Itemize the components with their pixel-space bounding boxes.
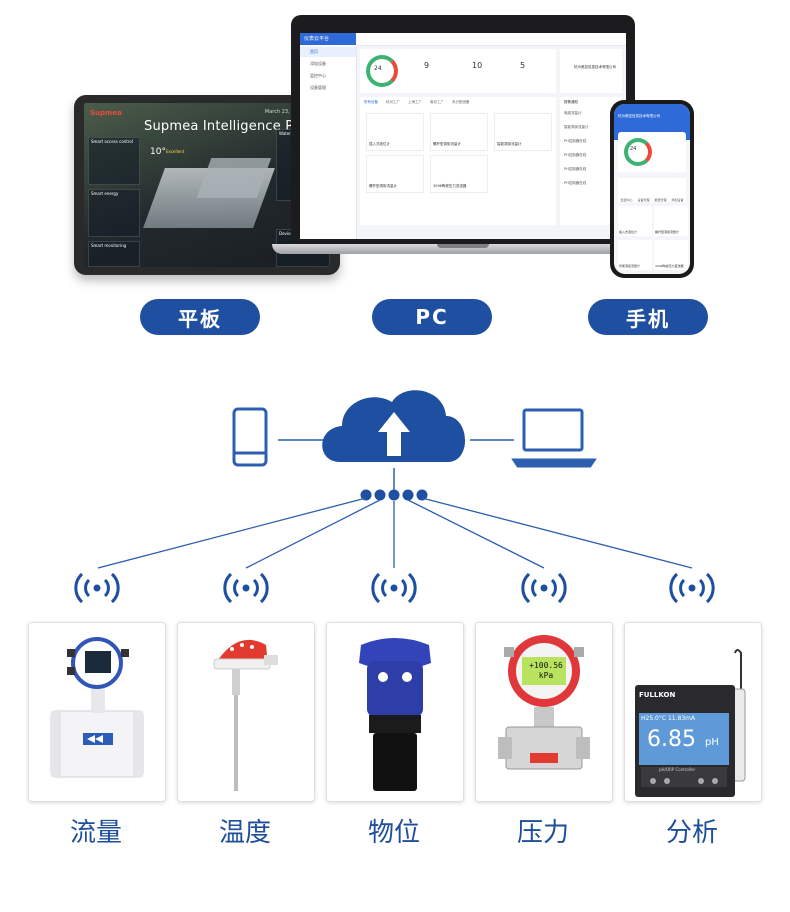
menu-device-mgmt[interactable]: 设备管理 [310, 85, 326, 90]
tablet-label: 平板 [140, 299, 260, 335]
laptop-icon [511, 408, 597, 468]
menu-monitor[interactable]: 监控中心 [310, 73, 326, 78]
phone-product-card[interactable]: 螺杆型涡街流量计 [654, 206, 688, 236]
analyzer-footer: pH/ORP Controller [659, 767, 696, 772]
weather-value: 10° [150, 147, 166, 157]
laptop-base [272, 244, 654, 254]
product-card[interactable]: 插入式液位计 [366, 113, 424, 151]
product-tabs: 所有设备 杭州工厂 上海工厂 南京工厂 未分配设备 [364, 100, 470, 104]
sensor-card-flow[interactable] [28, 622, 166, 802]
laptop-screen: 仪表云平台 首页 添加设备 监控中心 设备管理 24 9 10 5 杭州美控信息… [300, 33, 626, 239]
phone-label: 手机 [588, 299, 708, 335]
hub-dots [360, 489, 428, 501]
network-lines [97, 497, 693, 569]
panel-monitoring: Smart monitoring [88, 241, 140, 267]
weather-text: Excellent [166, 149, 185, 154]
analyzer-display-main: 6.85 [647, 727, 696, 752]
phone-company: 杭州美控信息技术有限公司 [618, 114, 660, 118]
panel-energy: Smart energy [88, 189, 140, 237]
pc-label: PC [372, 299, 492, 335]
ring-value: 24 [374, 65, 382, 72]
ph-controller-icon [635, 649, 746, 797]
product-card[interactable]: 螺杆型涡街流量计 [366, 155, 424, 193]
sensor-label-flow: 流量 [69, 818, 122, 848]
pressure-transmitter-icon [498, 635, 590, 770]
tablet-title: Supmea Intelligence Park [144, 119, 315, 134]
sensor-card-temperature[interactable] [177, 622, 315, 802]
menu-add-device[interactable]: 添加设备 [310, 61, 326, 66]
phone-screen: 杭州美控信息技术有限公司 24 监控中心 设备管理 报警管理 添加设备 插入式液… [614, 104, 690, 274]
app-title: 仪表云平台 [304, 36, 330, 42]
status-ring [366, 55, 398, 87]
menu-home[interactable]: 首页 [310, 49, 318, 54]
phone-icon [232, 407, 268, 467]
analyzer-display-unit: pH [705, 737, 719, 748]
company-card: 杭州美控信息技术有限公司 [560, 49, 622, 93]
sensor-label-analysis: 分析 [665, 818, 718, 848]
laptop-sidebar: 仪表云平台 首页 添加设备 监控中心 设备管理 [300, 33, 357, 239]
wifi-signal-icon [669, 572, 715, 604]
analyzer-brand: FULLKON [639, 691, 676, 699]
product-card[interactable]: 智能涡街流量计 [494, 113, 552, 151]
product-card[interactable]: 3096陶瓷压力变送器 [430, 155, 488, 193]
phone-product-card[interactable]: 插入式液位计 [618, 206, 652, 236]
cloud-diagram [97, 390, 693, 569]
phone-product-card[interactable]: 3096陶瓷压力变送器 [654, 240, 688, 270]
product-panel: 所有设备 杭州工厂 上海工厂 南京工厂 未分配设备 插入式液位计 螺杆型涡街流量… [360, 97, 556, 225]
stats-card: 24 9 10 5 [360, 49, 556, 93]
laptop-header [356, 33, 626, 46]
tablet-brand: Supmea [90, 109, 122, 117]
sensor-card-pressure[interactable]: +100.56 kPa [475, 622, 613, 802]
wifi-signal-icon [74, 572, 120, 604]
phone-product-card[interactable]: 智能涡街流量计 [618, 240, 652, 270]
sensor-card-level[interactable] [326, 622, 464, 802]
pressure-display: +100.56 kPa [529, 661, 563, 680]
ultrasonic-level-meter-icon [359, 638, 431, 791]
phone-status-ring [624, 138, 652, 166]
analyzer-display-top: H25.0°C 11.83mA [641, 715, 696, 722]
laptop-device: 仪表云平台 首页 添加设备 监控中心 设备管理 24 9 10 5 杭州美控信息… [291, 15, 635, 247]
phone-device: 杭州美控信息技术有限公司 24 监控中心 设备管理 报警管理 添加设备 插入式液… [610, 100, 694, 278]
sensor-label-pressure: 压力 [516, 818, 569, 848]
upload-arrow-icon [378, 412, 410, 456]
sensor-card-analysis[interactable]: FULLKON H25.0°C 11.83mA 6.85 pH pH/ORP C… [624, 622, 762, 802]
temperature-sensor-icon [213, 639, 278, 791]
panel-access: Smart access control [88, 137, 140, 185]
sensor-label-level: 物位 [367, 818, 420, 848]
wifi-signal-icon [223, 572, 269, 604]
wifi-signal-icon [371, 572, 417, 604]
electromagnetic-flowmeter-icon [50, 637, 144, 778]
product-card[interactable]: 螺杆型涡街流量计 [430, 113, 488, 151]
sensor-label-temperature: 温度 [218, 818, 271, 848]
phone-icon-row: 监控中心 设备管理 报警管理 添加设备 [618, 178, 686, 202]
wifi-signal-icon [521, 572, 567, 604]
